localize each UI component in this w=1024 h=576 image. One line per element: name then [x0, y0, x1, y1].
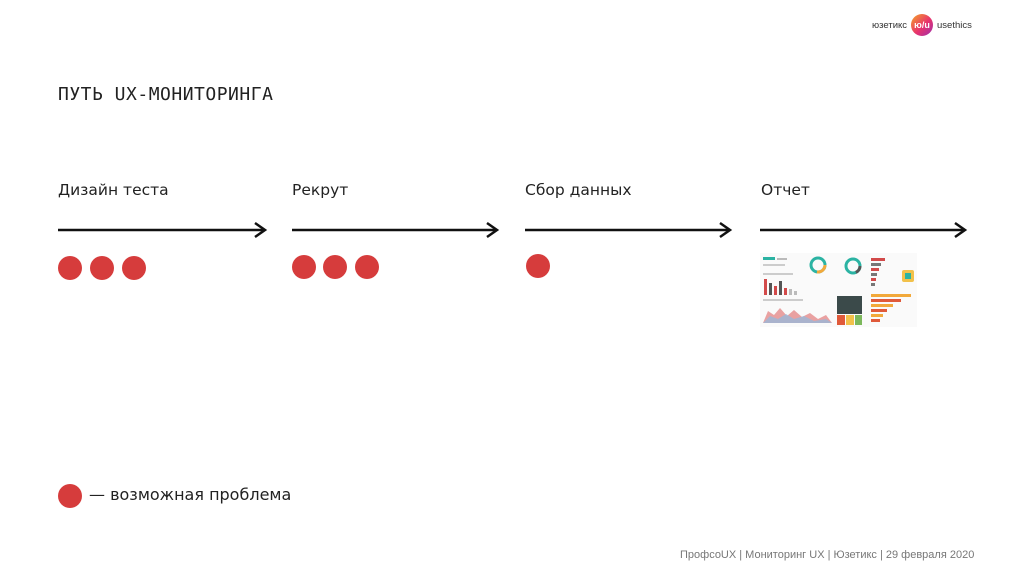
problem-dot: [90, 256, 114, 280]
stage-label-design: Дизайн теста: [58, 181, 169, 199]
problem-dot: [58, 256, 82, 280]
logo-text-en: usethics: [937, 20, 972, 31]
brand-logo: юзетикс ю/u usethics: [872, 14, 972, 36]
logo-mark-icon: ю/u: [911, 14, 933, 36]
stage-label-data-collection: Сбор данных: [525, 181, 632, 199]
arrow-data-collection: [525, 220, 737, 240]
problem-dot: [292, 255, 316, 279]
arrow-design: [58, 220, 270, 240]
arrow-recruit: [292, 220, 504, 240]
stage-label-recruit: Рекрут: [292, 181, 348, 199]
page-title: ПУТЬ UX-МОНИТОРИНГА: [58, 84, 273, 105]
dashboard-report-thumbnail: [760, 253, 917, 327]
stage-label-report: Отчет: [761, 181, 810, 199]
problem-dot: [323, 255, 347, 279]
problem-dot: [355, 255, 379, 279]
logo-text-ru: юзетикс: [872, 20, 907, 31]
problem-dot: [122, 256, 146, 280]
legend-text: — возможная проблема: [89, 485, 291, 504]
footer-text: ПрофсоUX | Мониторинг UX | Юзетикс | 29 …: [680, 549, 974, 561]
legend-problem-dot: [58, 484, 82, 508]
arrow-report: [760, 220, 972, 240]
problem-dot: [526, 254, 550, 278]
